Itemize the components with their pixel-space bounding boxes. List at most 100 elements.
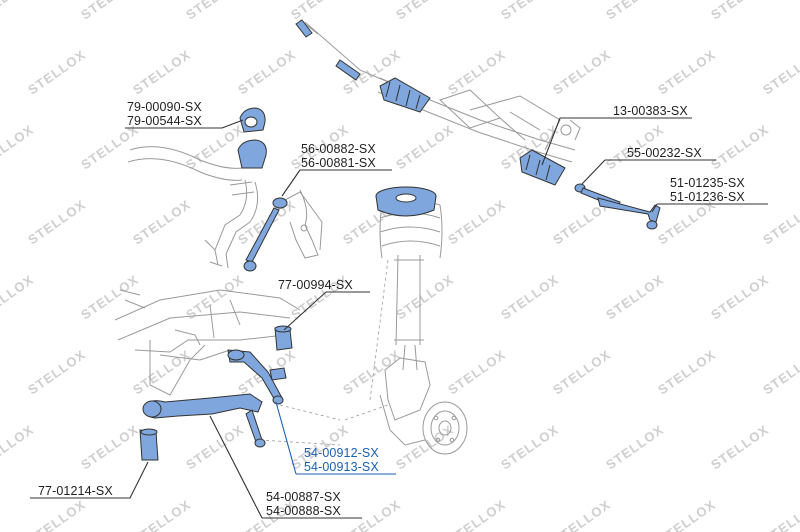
watermark-tile: STELLOX [130, 347, 193, 398]
watermark-text: STELLOX [78, 0, 141, 22]
highlighted-parts [139, 19, 661, 461]
label-54-00913: 54-00913-SX [304, 460, 379, 474]
label-56-00881: 56-00881-SX [301, 156, 376, 170]
watermark-tile: STELLOX [130, 497, 193, 532]
watermark-tile: STELLOX [603, 272, 666, 323]
control-arm-54-00887-part [142, 393, 266, 448]
watermark-tile: STELLOX [393, 272, 456, 323]
leader-77a [283, 291, 370, 331]
watermark-tile: STELLOX [25, 47, 88, 98]
watermark-tile: STELLOX [603, 422, 666, 473]
watermark-text: STELLOX [603, 272, 666, 323]
watermark-text: STELLOX [183, 422, 246, 473]
watermark-text: STELLOX [0, 0, 37, 22]
bushing-77-00994-part [274, 325, 293, 351]
leader-13 [541, 117, 692, 166]
watermark-tile: STELLOX [25, 347, 88, 398]
watermark-text: STELLOX [340, 347, 403, 398]
label-54-00912: 54-00912-SX [304, 446, 379, 460]
watermark-text: STELLOX [25, 47, 88, 98]
hub-sketch [379, 357, 468, 455]
label-13-00383: 13-00383-SX [613, 104, 688, 118]
watermark-tile: STELLOX [550, 497, 613, 532]
watermark-tile: STELLOX [708, 122, 771, 173]
label-56-00882: 56-00882-SX [301, 142, 376, 156]
label-51-01236: 51-01236-SX [670, 190, 745, 204]
watermark-tile: STELLOX [655, 347, 718, 398]
subframe-sketch [114, 289, 301, 396]
watermark-text: STELLOX [393, 122, 456, 173]
watermark-tile: STELLOX [130, 197, 193, 248]
watermark-text: STELLOX [288, 0, 351, 22]
leader-54c [209, 415, 362, 519]
watermark-tile: STELLOX [25, 497, 88, 532]
watermark-tile: STELLOX [183, 272, 246, 323]
watermark-text: STELLOX [0, 422, 37, 473]
watermark-text: STELLOX [445, 347, 508, 398]
watermark-tile: STELLOX [708, 422, 771, 473]
watermark-tile: STELLOX [78, 122, 141, 173]
watermark-text: STELLOX [393, 422, 456, 473]
watermark-tile: STELLOX [393, 122, 456, 173]
watermark-text: STELLOX [708, 122, 771, 173]
watermark-text: STELLOX [655, 47, 718, 98]
watermark-text: STELLOX [183, 0, 246, 22]
watermark-text: STELLOX [708, 0, 771, 22]
watermark-tile: STELLOX [760, 47, 800, 98]
watermark-tile: STELLOX [25, 197, 88, 248]
watermark-text: STELLOX [603, 0, 666, 22]
watermark-tile: STELLOX [183, 422, 246, 473]
watermark-text: STELLOX [78, 272, 141, 323]
watermark-text: STELLOX [183, 272, 246, 323]
bracket-sketch [284, 189, 323, 259]
watermark-tile: STELLOX [445, 197, 508, 248]
watermark-text: STELLOX [235, 47, 298, 98]
watermark-text: STELLOX [25, 347, 88, 398]
watermark-tile: STELLOX [78, 422, 141, 473]
watermark-tile: STELLOX [0, 272, 37, 323]
watermark-tile: STELLOX [288, 0, 351, 22]
control-arm-54-00912-part [227, 349, 287, 405]
watermark-text: STELLOX [550, 47, 613, 98]
label-77-01214: 77-01214-SX [38, 484, 113, 498]
watermark-text: STELLOX [130, 47, 193, 98]
watermark-tile: STELLOX [235, 47, 298, 98]
background-sketch [114, 19, 581, 455]
watermark-text: STELLOX [130, 497, 193, 532]
watermark-text: STELLOX [393, 0, 456, 22]
label-54-00887: 54-00887-SX [266, 490, 341, 504]
watermark-tile: STELLOX [708, 0, 771, 22]
watermark-tile: STELLOX [340, 347, 403, 398]
watermark-tile: STELLOX [340, 497, 403, 532]
watermark-text: STELLOX [655, 497, 718, 532]
watermark-text: STELLOX [445, 47, 508, 98]
watermark-tile: STELLOX [760, 347, 800, 398]
bushing-77-01214-part [139, 428, 159, 461]
tie-rod-end-right-part [597, 197, 661, 230]
watermark-tile: STELLOX [498, 272, 561, 323]
watermark-tile: STELLOX [655, 47, 718, 98]
watermark-tile: STELLOX [130, 47, 193, 98]
watermark-tile: STELLOX [78, 0, 141, 22]
watermark-tile: STELLOX [498, 422, 561, 473]
leader-55 [581, 159, 716, 185]
strut-mount-part [375, 186, 437, 217]
watermark-text: STELLOX [25, 197, 88, 248]
watermark-tile: STELLOX [183, 0, 246, 22]
leader-lines [30, 117, 768, 519]
label-79-00544: 79-00544-SX [127, 114, 202, 128]
stabilizer-bushing-part [237, 107, 267, 169]
watermark-tile: STELLOX [0, 422, 37, 473]
watermark-text: STELLOX [708, 422, 771, 473]
watermark-tile: STELLOX [393, 0, 456, 22]
guide-lines [259, 259, 389, 446]
watermark-tile: STELLOX [603, 0, 666, 22]
watermark-tile: STELLOX [78, 272, 141, 323]
watermark-text: STELLOX [603, 422, 666, 473]
watermark-text: STELLOX [498, 272, 561, 323]
stabilizer-link-part [243, 197, 288, 272]
watermark-text: STELLOX [498, 0, 561, 22]
watermark-text: STELLOX [0, 272, 37, 323]
watermark-text: STELLOX [760, 47, 800, 98]
